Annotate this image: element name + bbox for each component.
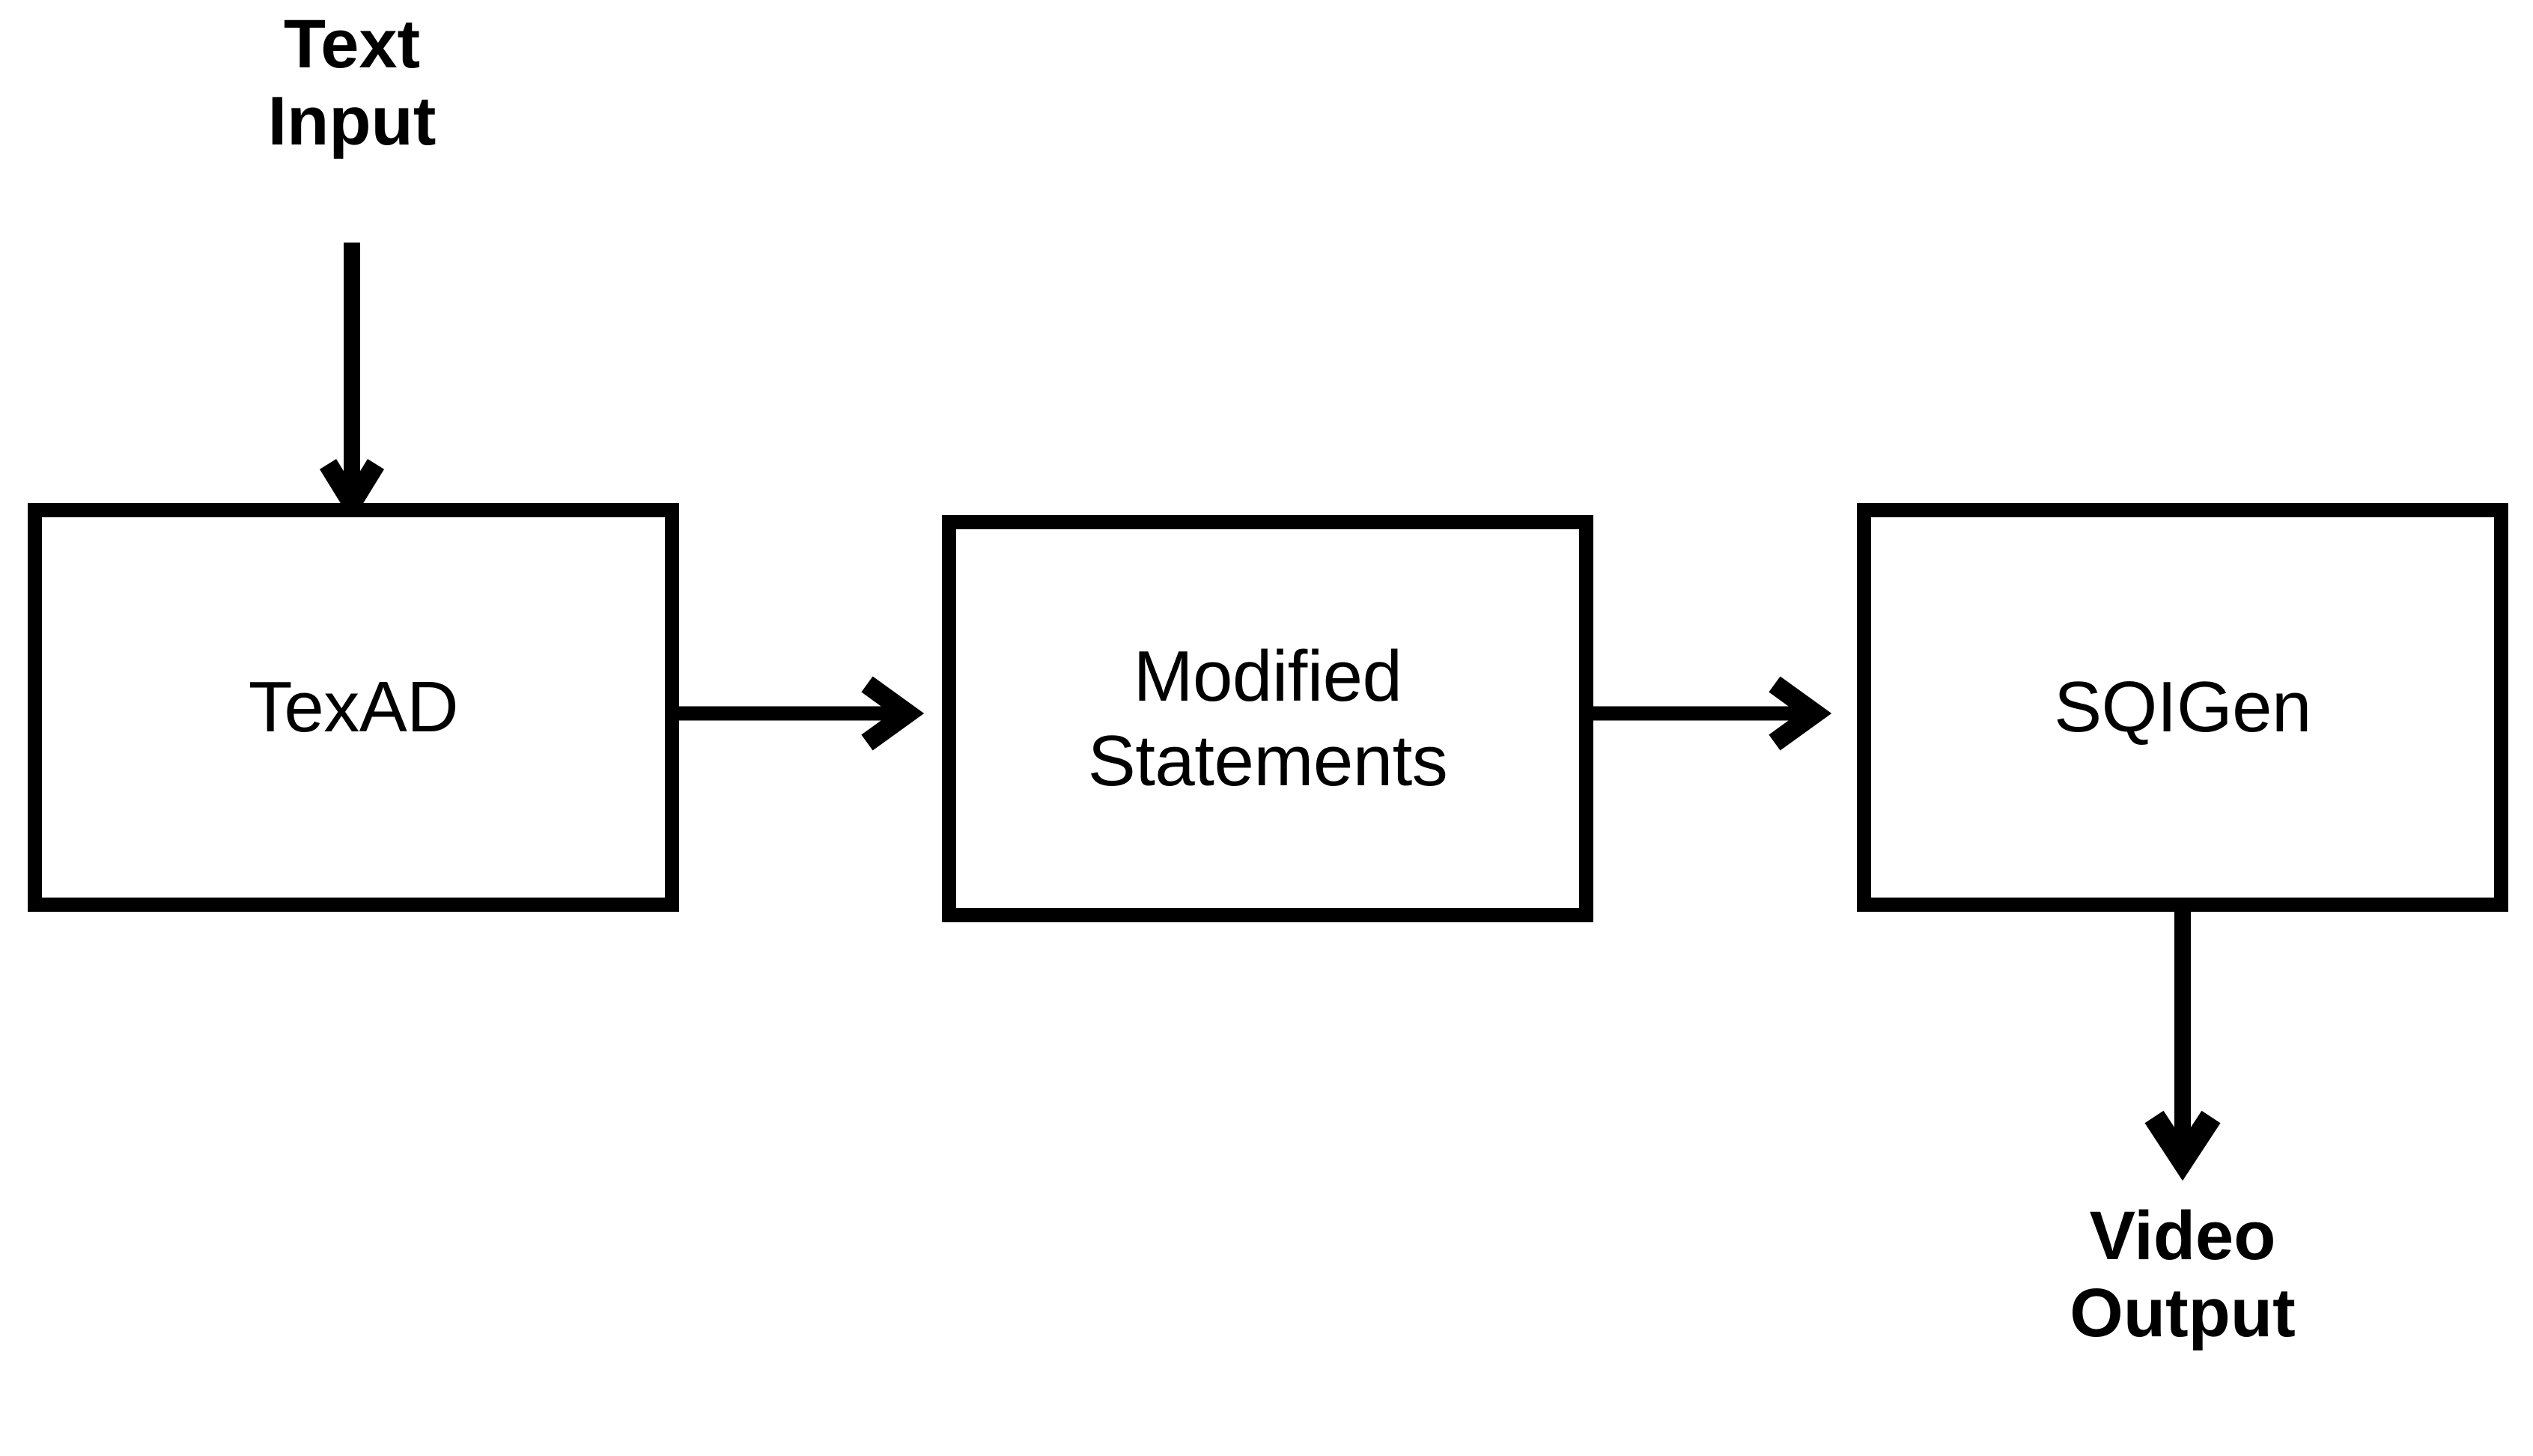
text-input-label: Text Input [267,6,437,160]
process-box-sqigen[interactable]: SQIGen [1857,503,2508,912]
process-box-sqigen-label: SQIGen [2054,667,2311,748]
process-box-modified-statements-label: Modified Statements [1087,636,1448,801]
arrow-modstmt-to-sqigen [1590,676,1832,751]
process-box-texad-label: TexAD [248,667,459,748]
process-box-texad[interactable]: TexAD [28,503,679,912]
arrow-sqigen-to-video [2144,909,2221,1181]
arrow-texad-to-modstmt [675,676,925,751]
video-output-label: Video Output [2070,1198,2296,1352]
process-box-modified-statements[interactable]: Modified Statements [942,515,1593,922]
arrow-input-to-texad [319,243,385,522]
